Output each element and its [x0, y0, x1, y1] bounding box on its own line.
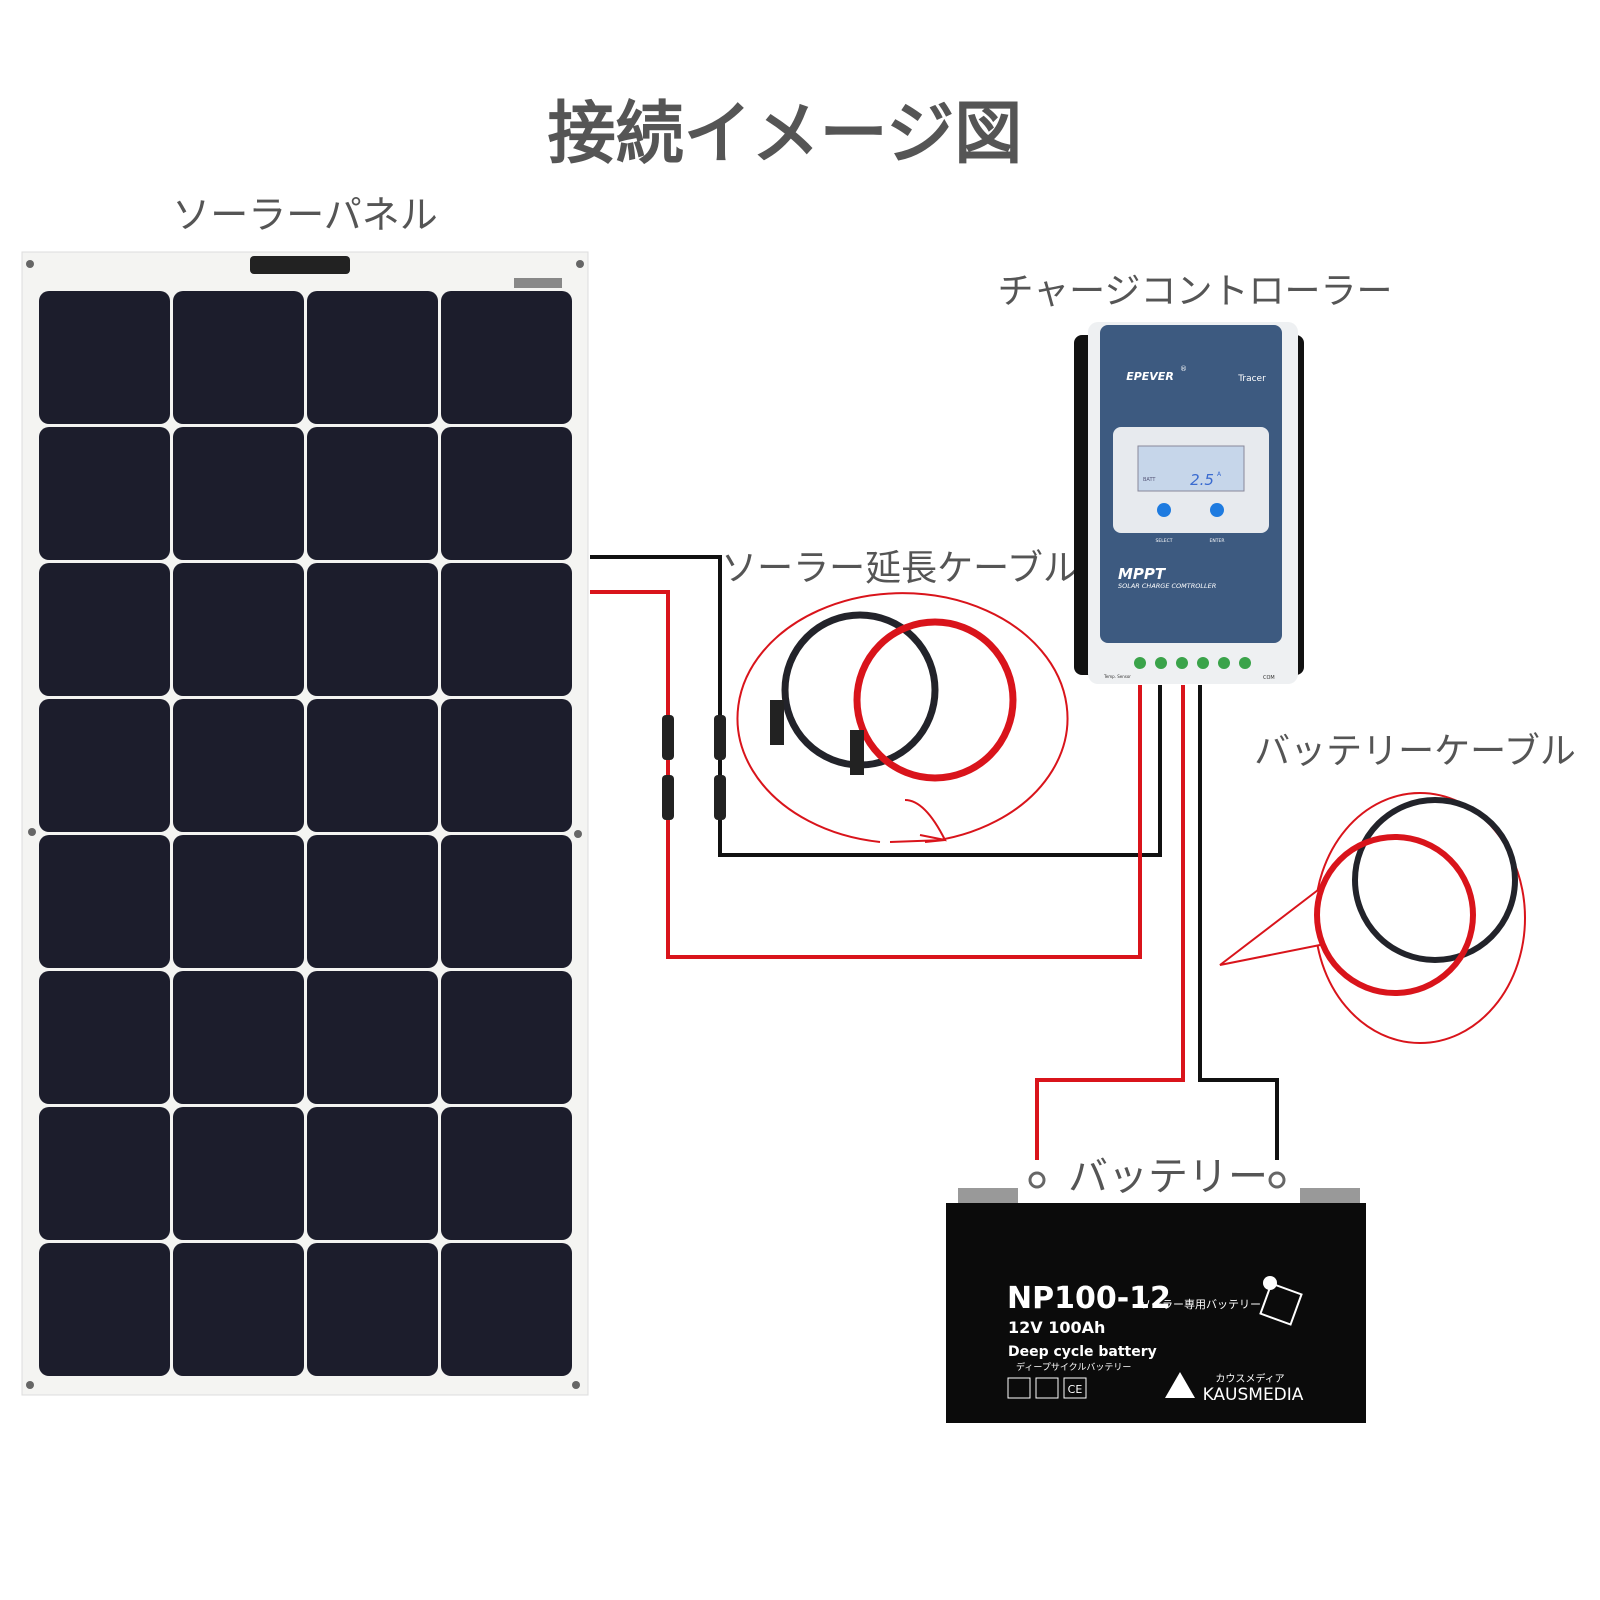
registered-mark: ® — [1180, 365, 1187, 373]
solar-cell — [173, 971, 304, 1104]
battery-model: NP100-12 — [1007, 1281, 1171, 1316]
red-battery-cable — [1314, 834, 1476, 996]
solar-cell — [307, 291, 438, 424]
label-solar-extension-cable: ソーラー延長ケーブル — [721, 548, 1079, 589]
temp-sensor-label: Temp. Sensor — [1103, 674, 1131, 679]
solar-icon — [1259, 1282, 1303, 1326]
label-charge-controller: チャージコントローラー — [998, 271, 1393, 312]
solar-cell — [307, 1107, 438, 1240]
mc4-connectors — [662, 715, 726, 820]
com-label: COM — [1263, 675, 1275, 681]
wiring — [590, 555, 1279, 1160]
solar-cell — [441, 971, 572, 1104]
battery-cable-bubble — [1219, 792, 1526, 1044]
solar-cell — [173, 563, 304, 696]
wire-battery-positive — [1035, 685, 1185, 1160]
mounting-hole — [26, 260, 34, 268]
battery-spec: 12V 100Ah — [1008, 1318, 1105, 1337]
battery: NP100-12 ソーラー専用バッテリー 12V 100Ah Deep cycl… — [946, 1171, 1366, 1423]
solar-cell — [39, 971, 170, 1104]
battery-model-jp: ソーラー専用バッテリー — [1140, 1298, 1261, 1311]
battery-type: Deep cycle battery — [1008, 1344, 1157, 1360]
mounting-holes — [26, 260, 584, 1389]
solar-cell — [39, 291, 170, 424]
solar-cell — [39, 835, 170, 968]
solar-cell — [441, 699, 572, 832]
solar-cell — [173, 427, 304, 560]
terminal-screw — [1218, 657, 1230, 669]
diagram-title: 接続イメージ図 — [548, 95, 1023, 174]
select-label: SELECT — [1156, 538, 1173, 544]
solar-cell — [39, 1243, 170, 1376]
wire-solar-negative — [590, 555, 1162, 857]
mounting-hole — [26, 1381, 34, 1389]
controller-model: Tracer — [1237, 374, 1266, 384]
enter-button[interactable] — [1210, 503, 1224, 517]
solar-cell — [39, 1107, 170, 1240]
label-solar-panel: ソーラーパネル — [172, 193, 438, 237]
lcd-unit: A — [1217, 471, 1222, 478]
mppt-label: MPPT — [1118, 565, 1167, 583]
solar-cell — [441, 291, 572, 424]
sun-icon — [1263, 1276, 1277, 1290]
solar-cell — [173, 699, 304, 832]
solar-cell — [173, 291, 304, 424]
select-button[interactable] — [1157, 503, 1171, 517]
battery-type-jp: ディープサイクルバッテリー — [1016, 1361, 1131, 1373]
solar-cell — [441, 563, 572, 696]
brand-jp: カウスメディア — [1215, 1372, 1284, 1385]
panel-cells — [39, 291, 572, 1376]
solar-cell — [173, 835, 304, 968]
controller-terminals — [1134, 657, 1251, 669]
solar-cell — [441, 427, 572, 560]
mounting-hole — [576, 260, 584, 268]
red-cable-coil — [853, 618, 1017, 782]
solar-cell — [307, 1243, 438, 1376]
black-battery-cable — [1352, 797, 1518, 963]
barcode-label — [514, 278, 562, 288]
controller-subtitle: SOLAR CHARGE COMTROLLER — [1118, 582, 1216, 590]
terminal-screw — [1197, 657, 1209, 669]
solar-cell — [39, 427, 170, 560]
brand: KAUSMEDIA — [1203, 1385, 1304, 1405]
terminal-screw — [1176, 657, 1188, 669]
lcd-label: BATT — [1143, 477, 1156, 483]
solar-cell — [307, 835, 438, 968]
terminal-screw — [1134, 657, 1146, 669]
enter-label: ENTER — [1210, 538, 1225, 544]
solar-cell — [307, 427, 438, 560]
solar-cell — [39, 699, 170, 832]
charge-controller: EPEVER ® Tracer BATT 2.5 A SELECT ENTER … — [1074, 322, 1304, 684]
solar-cell — [441, 1243, 572, 1376]
controller-brand: EPEVER — [1126, 370, 1174, 383]
solar-cell — [173, 1243, 304, 1376]
solar-cell — [441, 1107, 572, 1240]
lcd-value: 2.5 — [1190, 471, 1214, 489]
junction-box — [250, 256, 350, 274]
solar-cell — [307, 699, 438, 832]
mounting-hole — [574, 830, 582, 838]
mounting-hole — [572, 1381, 580, 1389]
solar-cell — [441, 835, 572, 968]
solar-cell — [39, 563, 170, 696]
mounting-hole — [28, 828, 36, 836]
terminal-screw — [1239, 657, 1251, 669]
solar-cell — [173, 1107, 304, 1240]
wire-battery-negative — [1198, 685, 1279, 1160]
lcd-display — [1137, 445, 1245, 492]
kausmedia-logo — [1165, 1372, 1195, 1398]
solar-cell — [307, 971, 438, 1104]
label-battery: バッテリー — [1068, 1154, 1268, 1200]
terminal-screw — [1155, 657, 1167, 669]
ce-mark: CE — [1068, 1383, 1083, 1396]
solar-panel — [21, 251, 589, 1396]
wire-solar-positive — [590, 590, 1142, 959]
solar-cable-bubble — [736, 592, 1069, 843]
label-battery-cable: バッテリーケーブル — [1254, 731, 1576, 772]
solar-cell — [307, 563, 438, 696]
